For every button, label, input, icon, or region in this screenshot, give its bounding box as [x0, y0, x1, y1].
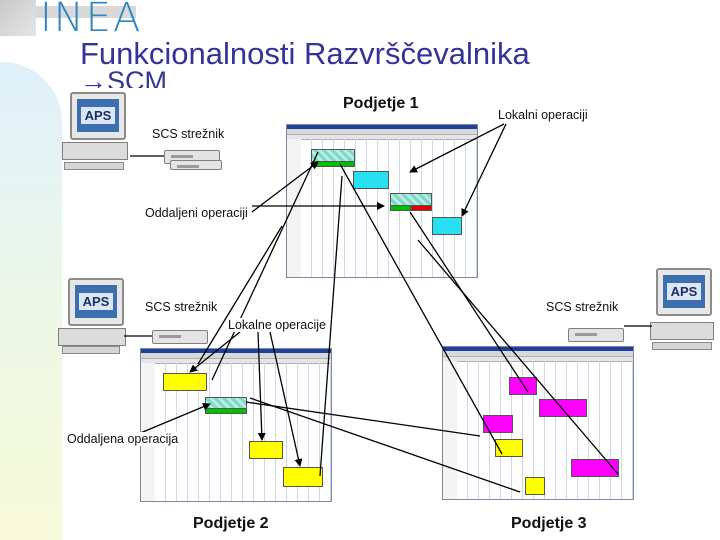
server-icon	[152, 330, 208, 344]
company-1-label: Podjetje 1	[343, 95, 419, 112]
operation-bar-magenta	[571, 459, 619, 477]
operation-bar-magenta	[539, 399, 587, 417]
keyboard-icon	[62, 346, 120, 354]
gantt-window-company-3	[442, 346, 634, 500]
inea-logo: INEA	[40, 0, 143, 41]
remote-operation-label-2: Oddaljena operacija	[67, 432, 179, 446]
local-operation-bar	[249, 441, 283, 459]
keyboard-icon	[64, 162, 124, 170]
monitor-icon: APS	[656, 268, 712, 316]
workstation-1: APS	[62, 90, 132, 172]
slide-subtitle: →SCM	[80, 66, 167, 88]
computer-case-icon	[650, 322, 714, 340]
scs-server-label-3: SCS strežnik	[546, 300, 619, 314]
local-operation-bar	[353, 171, 389, 189]
local-operation-bar	[432, 217, 462, 235]
local-operation-bar	[283, 467, 323, 487]
scs-server-label-1: SCS strežnik	[152, 127, 225, 141]
workstation-2: APS	[58, 278, 130, 354]
monitor-icon: APS	[68, 278, 124, 326]
computer-case-icon	[58, 328, 126, 346]
computer-case-icon	[62, 142, 128, 160]
logo-bar	[36, 6, 136, 18]
workstation-3: APS	[648, 268, 718, 352]
side-decoration	[0, 62, 62, 540]
operation-bar-magenta	[483, 415, 513, 433]
gantt-window-company-2	[140, 348, 332, 502]
aps-screen-label: APS	[666, 283, 702, 300]
local-operations-label-1: Lokalni operaciji	[498, 108, 588, 122]
local-operation-bar	[525, 477, 545, 495]
monitor-icon: APS	[70, 92, 126, 140]
local-operation-bar	[163, 373, 207, 391]
local-operations-label-2: Lokalne operacije	[228, 318, 326, 332]
logo-block	[0, 0, 36, 36]
aps-screen-label: APS	[78, 293, 114, 310]
operation-bar-magenta	[509, 377, 537, 395]
scs-server-label-2: SCS strežnik	[145, 300, 218, 314]
company-3-label: Podjetje 3	[511, 515, 587, 532]
remote-operations-label-1: Oddaljeni operaciji	[145, 206, 248, 220]
operation-status-green	[205, 408, 247, 414]
slide-title: Funkcionalnosti Razvrščevalnika	[80, 36, 530, 71]
server-icon	[568, 328, 624, 342]
aps-screen-label: APS	[80, 107, 116, 124]
company-2-label: Podjetje 2	[193, 515, 269, 532]
keyboard-icon	[652, 342, 712, 350]
server-base-icon	[170, 160, 222, 170]
local-operation-bar	[495, 439, 523, 457]
operation-status-red	[411, 205, 432, 211]
operation-status-green	[390, 205, 411, 211]
